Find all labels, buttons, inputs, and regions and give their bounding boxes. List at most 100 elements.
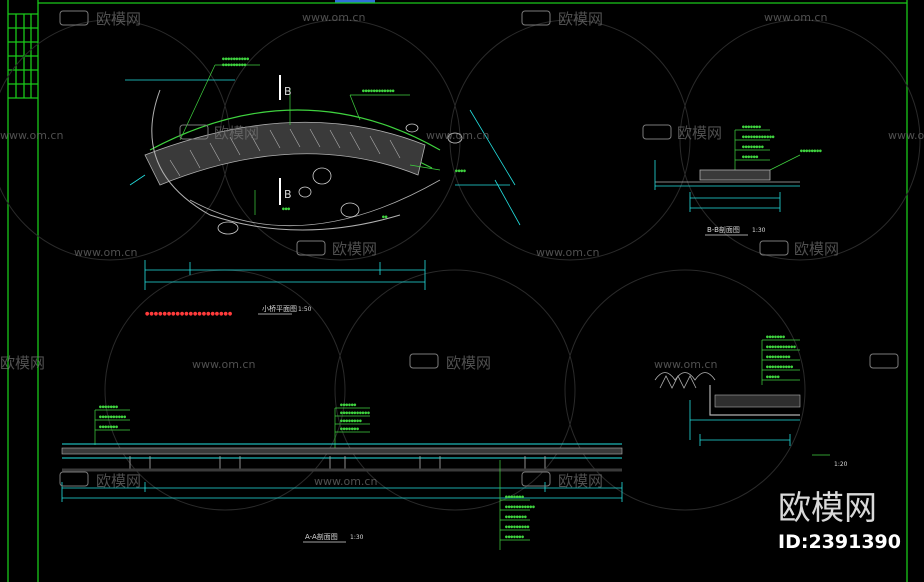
watermark-logo: 欧模网 xyxy=(521,10,603,28)
detail-leaders xyxy=(761,339,800,385)
aa-leaders-bottom xyxy=(499,460,530,550)
svg-text:●●●: ●●● xyxy=(282,207,290,212)
svg-text:●●●●●●●: ●●●●●●● xyxy=(766,335,785,340)
aa-leaders-left xyxy=(94,409,130,445)
bb-scale: 1:30 xyxy=(752,227,766,234)
svg-text:●●●●●●●●●●: ●●●●●●●●●● xyxy=(99,415,126,420)
detail-callout: 1:20 xyxy=(812,454,848,468)
watermark-url: www.om.cn xyxy=(314,475,377,488)
watermark-url: www.om.cn xyxy=(0,129,63,142)
detail-wall xyxy=(709,385,800,416)
watermark-logo: 欧模网 xyxy=(296,240,377,258)
watermark-url: www.om.cn xyxy=(192,358,255,371)
watermark-logo: 欧模网 xyxy=(0,354,45,372)
svg-text:●●●●●●●●●●●: ●●●●●●●●●●● xyxy=(340,411,370,416)
watermark-url: www.om.cn xyxy=(74,246,137,259)
svg-text:●●●●●●●●: ●●●●●●●● xyxy=(340,419,362,424)
watermark-logo: 欧模网 xyxy=(642,124,722,142)
detail-base xyxy=(714,394,801,408)
watermark-logo: 欧模网 xyxy=(59,10,141,28)
bridge-deck-hatch xyxy=(144,121,426,186)
bridge-outer-edge xyxy=(149,109,441,151)
svg-text:欧模网: 欧模网 xyxy=(794,240,839,258)
plan-note: ●●●●●●●●●●●●●●●●●●●● xyxy=(145,311,233,317)
watermark-url: www.om.cn xyxy=(536,246,599,259)
detail-view: ●●●●●●● ●●●●●●●●●●● ●●●●●●●●● ●●●●●●●●●●… xyxy=(654,335,848,468)
svg-text:●●●●●●●●●: ●●●●●●●●● xyxy=(222,63,247,68)
svg-text:●●●●●●●●: ●●●●●●●● xyxy=(800,149,822,154)
aa-leaders-mid xyxy=(334,407,370,450)
svg-text:●●●●●●●: ●●●●●●● xyxy=(742,125,761,130)
svg-text:●●●●●●●: ●●●●●●● xyxy=(505,535,524,540)
detail-annotations: ●●●●●●● ●●●●●●●●●●● ●●●●●●●●● ●●●●●●●●●●… xyxy=(766,335,796,380)
plan-view: ●●●●●●●●●● ●●●●●●●●● ●●●●●●●●●●●● ●●●● ●… xyxy=(125,57,521,317)
bb-title: B-B剖面图 xyxy=(707,225,740,234)
plan-annotations: ●●●●●●●●●● ●●●●●●●●● ●●●●●●●●●●●● ●●●● ●… xyxy=(222,57,466,220)
svg-text:欧模网: 欧模网 xyxy=(214,124,259,142)
top-indicator xyxy=(335,0,375,3)
watermark-logo: 欧模网 xyxy=(59,471,141,490)
section-marker-b-top-label: B xyxy=(284,85,292,98)
watermark-logo: 欧模网 xyxy=(759,240,839,258)
svg-text:●●●●●●●●●●: ●●●●●●●●●● xyxy=(766,365,793,370)
aa-title: A-A剖面图 xyxy=(305,532,338,541)
svg-text:●●●●●●: ●●●●●● xyxy=(742,155,759,160)
aa-dimensions xyxy=(61,482,623,502)
bb-dimensions xyxy=(654,160,781,212)
aa-scale: 1:30 xyxy=(350,534,364,541)
svg-text:●●●●●●●: ●●●●●●● xyxy=(99,425,118,430)
ground-arc xyxy=(151,89,401,231)
aa-cyan-lines xyxy=(62,443,622,459)
aa-annotations: ●●●●●●● ●●●●●●●●●● ●●●●●●● ●●●●●● ●●●●●●… xyxy=(99,403,370,432)
svg-text:●●●●●●●●●●: ●●●●●●●●●● xyxy=(222,57,249,62)
svg-text:●●: ●● xyxy=(382,215,388,220)
svg-text:●●●●: ●●●● xyxy=(455,169,466,174)
plan-scale: 1:50 xyxy=(298,306,312,313)
svg-text:●●●●●●●: ●●●●●●● xyxy=(99,405,118,410)
section-marker-b-top: B xyxy=(279,75,292,100)
watermark-url: www.om.cn xyxy=(654,358,717,371)
svg-text:●●●●●●●●●●●: ●●●●●●●●●●● xyxy=(766,345,796,350)
watermark-logo xyxy=(869,353,899,369)
svg-text:欧模网: 欧模网 xyxy=(558,10,603,28)
plan-dimensions xyxy=(125,79,521,290)
plan-leaders xyxy=(179,64,441,215)
detail-dimensions xyxy=(689,400,791,446)
section-marker-b-bottom-label: B xyxy=(284,188,292,201)
svg-text:●●●●●●●●●: ●●●●●●●●● xyxy=(505,525,530,530)
svg-text:●●●●●: ●●●●● xyxy=(766,375,780,380)
svg-text:欧模网: 欧模网 xyxy=(558,472,603,490)
watermark-logo: 欧模网 xyxy=(179,124,259,142)
bb-leaders xyxy=(734,129,801,171)
svg-text:●●●●●●●●: ●●●●●●●● xyxy=(742,145,764,150)
section-bb: ●●●●●●● ●●●●●●●●●●●● ●●●●●●●● ●●●●●● ●●●… xyxy=(654,125,822,236)
watermark-url: www.om.cn xyxy=(426,129,489,142)
svg-text:●●●●●●●●●: ●●●●●●●●● xyxy=(766,355,791,360)
bb-deck xyxy=(699,169,771,181)
detail-plants xyxy=(654,372,716,389)
bb-annotations: ●●●●●●● ●●●●●●●●●●●● ●●●●●●●● ●●●●●● ●●●… xyxy=(742,125,822,160)
svg-text:●●●●●●●●●●●: ●●●●●●●●●●● xyxy=(505,505,535,510)
svg-text:欧模网: 欧模网 xyxy=(332,240,377,258)
section-marker-b-bottom: B xyxy=(279,178,292,205)
svg-text:●●●●●●●●●●●●: ●●●●●●●●●●●● xyxy=(742,135,775,140)
svg-text:●●●●●●●●●●●●: ●●●●●●●●●●●● xyxy=(362,89,395,94)
plan-title: 小桥平面图 xyxy=(262,304,297,313)
deck-hatch-lines xyxy=(169,128,401,177)
watermarks: 欧模网 欧模网 www.om.cn www.om.cn www.om.cn 欧模… xyxy=(0,10,924,553)
watermark-logo: 欧模网 xyxy=(521,471,603,490)
section-aa: ●●●●●●● ●●●●●●●●●● ●●●●●●● ●●●●●● ●●●●●●… xyxy=(61,403,623,550)
rocks xyxy=(217,123,463,235)
watermark-url: www.om.cn xyxy=(888,129,924,142)
watermark-id: ID:2391390 xyxy=(778,531,901,553)
watermark-logo: 欧模网 xyxy=(409,353,491,372)
svg-text:●●●●●●●●: ●●●●●●●● xyxy=(505,515,527,520)
water-edge-arc xyxy=(189,179,441,227)
svg-text:●●●●●●: ●●●●●● xyxy=(340,403,357,408)
watermark-brand: 欧模网 xyxy=(778,488,877,527)
aa-bottom-annotations: ●●●●●●● ●●●●●●●●●●● ●●●●●●●● ●●●●●●●●● ●… xyxy=(505,495,535,540)
svg-text:●●●●●●●: ●●●●●●● xyxy=(340,427,359,432)
svg-text:欧模网: 欧模网 xyxy=(446,354,491,372)
